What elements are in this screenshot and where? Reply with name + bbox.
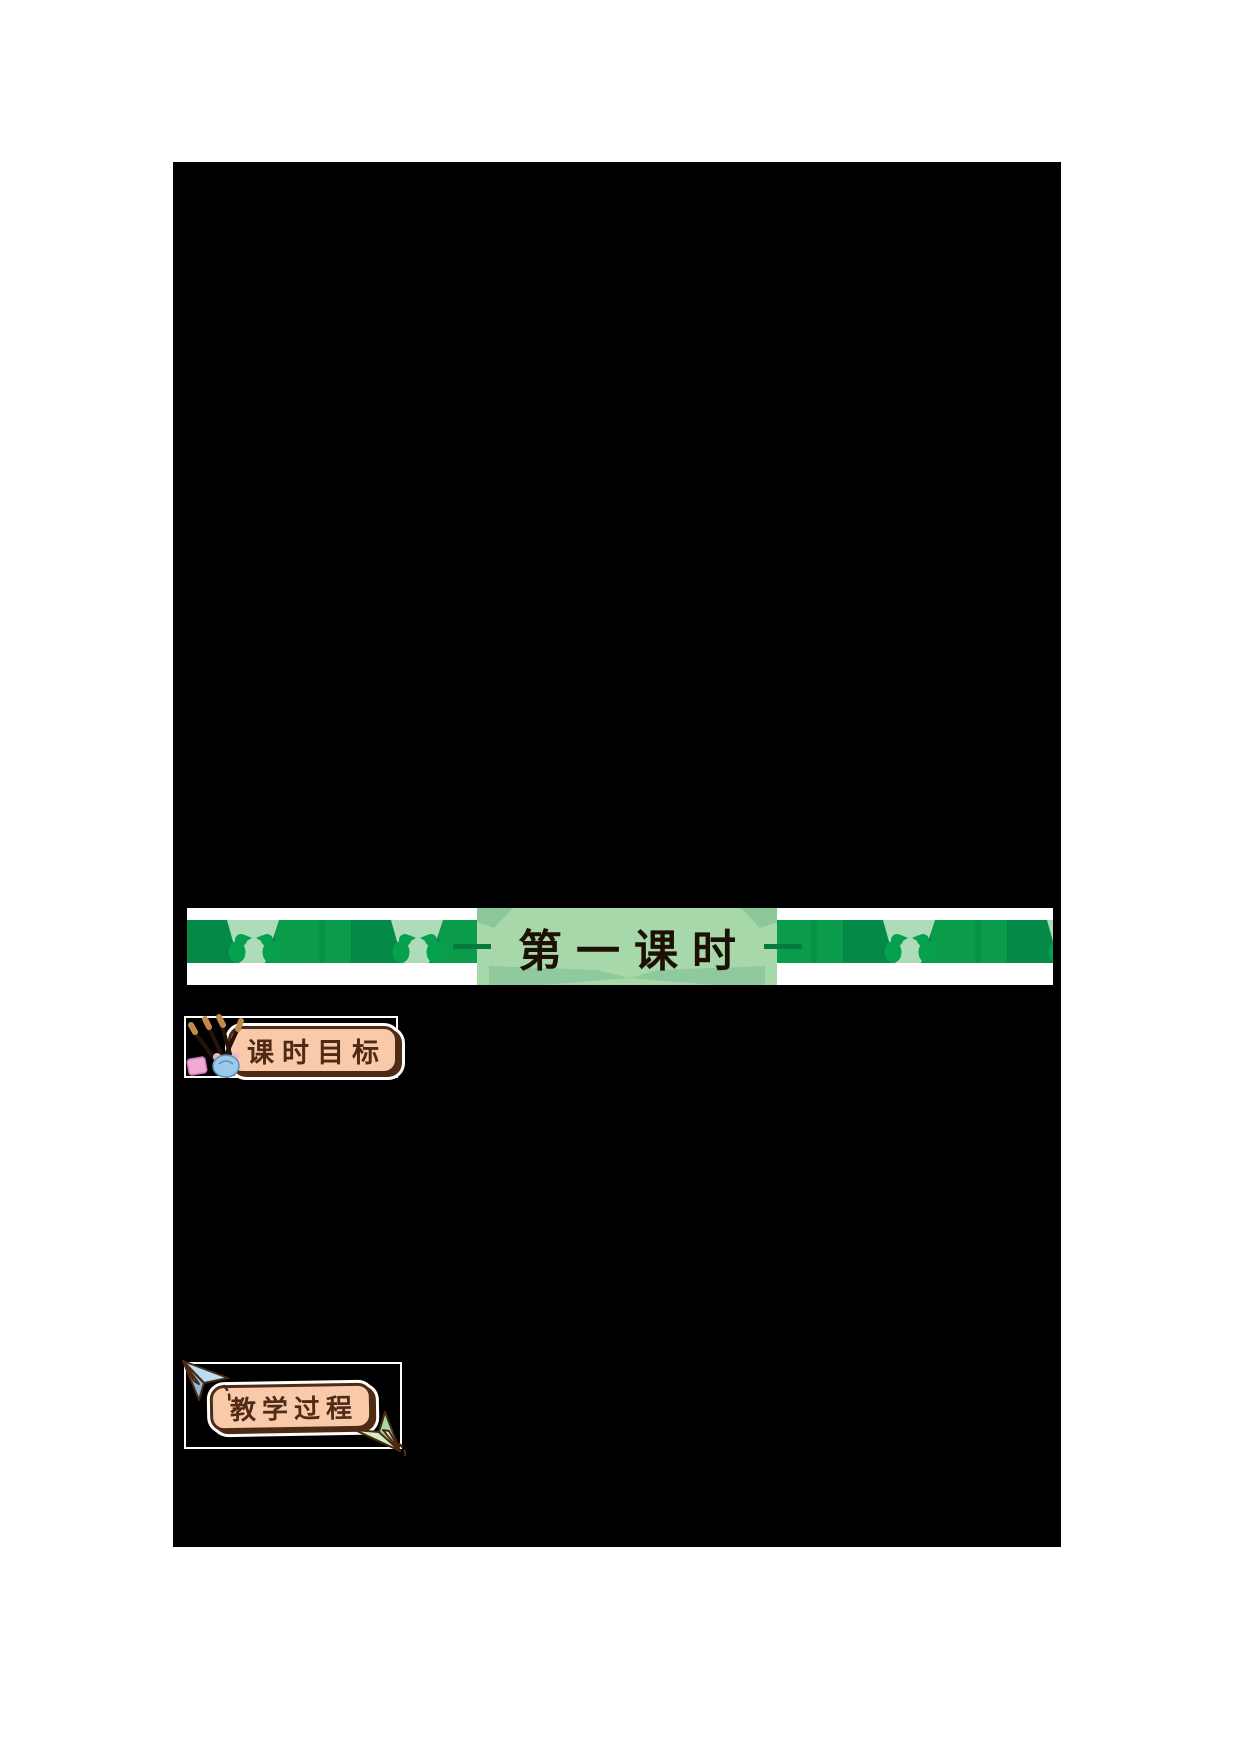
banner-dash-left — [453, 944, 491, 949]
paper-plane-blue-icon — [182, 1360, 231, 1406]
process-label: 教学过程 — [229, 1392, 359, 1425]
paper-plane-green-icon — [354, 1411, 407, 1458]
panel-ribbon-art — [477, 908, 777, 985]
pink-mascot-icon — [186, 1056, 208, 1076]
process-badge-frame — [184, 1362, 402, 1449]
banner-title-panel: 第一课时 — [477, 908, 777, 985]
banner-dash-right — [764, 944, 802, 949]
objectives-label: 课时目标 — [247, 1037, 387, 1068]
calligraphy-brushes-icon — [186, 1014, 244, 1078]
banner-title: 第一课时 — [518, 926, 750, 976]
blue-mascot-icon — [212, 1053, 240, 1078]
redacted-content-block — [173, 162, 1061, 1547]
objectives-badge: 课时目标 — [228, 1026, 398, 1074]
